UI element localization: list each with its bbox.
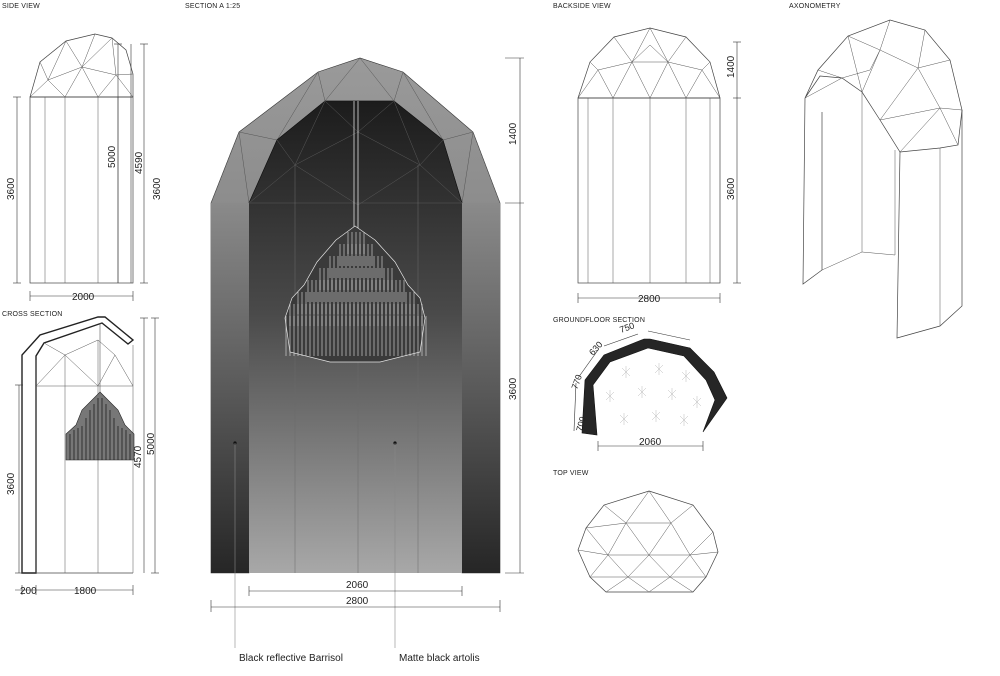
cross-dim-wall-height: 3600 [6,472,17,495]
title-section: SECTION A 1:25 [185,3,240,10]
section-dim-inner-width: 2060 [346,580,369,591]
cross-dim-wall-thickness: 200 [20,586,37,597]
side-dim-top-height: 4590 [134,151,145,174]
title-groundfloor-section: GROUNDFLOOR SECTION [553,317,645,324]
section-a-drawing [210,57,524,648]
axonometry-drawing [802,19,963,339]
cross-dim-inner-width: 1800 [74,586,97,597]
groundfloor-dim-seg-1: 750 [618,320,636,335]
title-cross-section: CROSS SECTION [2,311,63,318]
top-view-drawing [577,490,719,593]
backside-dim-width: 2800 [638,294,661,305]
side-dim-mid-height: 5000 [107,145,118,168]
cross-dim-chandelier-height: 4570 [133,445,144,468]
groundfloor-dim-seg-2: 630 [587,339,604,357]
title-axonometry: AXONOMETRY [789,3,841,10]
side-view-drawing [13,33,148,301]
cross-chandelier [65,323,135,461]
backside-view-drawing [577,27,741,303]
title-side-view: SIDE VIEW [2,3,40,10]
section-chandelier [284,101,427,363]
side-dim-wall-height: 3600 [6,177,17,200]
groundfloor-dim-seg-4: 700 [574,415,588,432]
groundfloor-dim-width: 2060 [639,437,662,448]
cross-section-drawing [15,316,159,595]
section-dim-outer-width: 2800 [346,596,369,607]
groundfloor-dim-seg-3: 770 [569,373,584,391]
groundfloor-section-drawing [573,330,728,451]
annotation-material-2: Matte black artolis [399,653,480,664]
side-dim-right-height: 3600 [152,177,163,200]
backside-dim-wall-height: 3600 [726,177,737,200]
section-dim-dome-height: 1400 [508,122,519,145]
side-dim-width: 2000 [72,292,95,303]
backside-dim-dome-height: 1400 [726,55,737,78]
title-backside-view: BACKSIDE VIEW [553,3,611,10]
section-dim-wall-height: 3600 [508,377,519,400]
annotation-material-1: Black reflective Barrisol [239,653,343,664]
cross-dim-total-height: 5000 [146,432,157,455]
title-top-view: TOP VIEW [553,470,589,477]
